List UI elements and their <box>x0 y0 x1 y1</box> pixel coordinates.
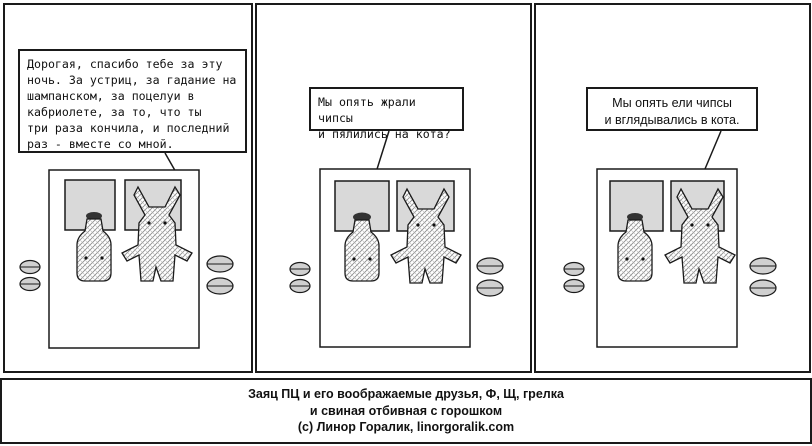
bunny-character <box>664 187 736 284</box>
caption-line-2: и свиная отбивная с горошком <box>309 403 503 418</box>
bunny-character <box>121 185 193 282</box>
bottle-character <box>344 212 380 282</box>
slipper-icon <box>476 257 504 275</box>
slipper-icon <box>206 255 234 273</box>
caption-footer: Заяц ПЦ и его воображаемые друзья, Ф, Щ,… <box>0 378 812 444</box>
panel-3-scene <box>563 130 777 348</box>
slipper-icon <box>563 261 585 277</box>
panel-1-scene <box>19 152 234 349</box>
panel-1: Дорогая, спасибо тебе за эту ночь. За ус… <box>3 3 253 373</box>
copyright-line: (с) Линор Горалик, linorgoralik.com <box>297 420 515 435</box>
slipper-icon <box>749 279 777 297</box>
panel-2: Мы опять жрали чипсы и пялились на кота? <box>255 3 532 373</box>
bottle-character <box>617 213 653 282</box>
slipper-icon <box>289 261 311 277</box>
speech-bubble-3: Мы опять ели чипсы и вглядывались в кота… <box>586 87 758 131</box>
bunny-character <box>390 187 462 284</box>
speech-bubble-1: Дорогая, спасибо тебе за эту ночь. За ус… <box>18 49 247 153</box>
slipper-icon <box>749 257 777 275</box>
speech-bubble-2: Мы опять жрали чипсы и пялились на кота? <box>309 87 464 141</box>
slipper-icon <box>476 279 504 297</box>
bottle-character <box>76 212 112 282</box>
panel-3: Мы опять ели чипсы и вглядывались в кота… <box>534 3 811 373</box>
slipper-icon <box>19 259 41 275</box>
slipper-icon <box>206 277 234 295</box>
slipper-icon <box>289 278 311 294</box>
caption-line-1: Заяц ПЦ и его воображаемые друзья, Ф, Щ,… <box>248 386 564 401</box>
slipper-icon <box>563 278 585 294</box>
slipper-icon <box>19 276 41 292</box>
panel-2-scene <box>289 130 504 348</box>
